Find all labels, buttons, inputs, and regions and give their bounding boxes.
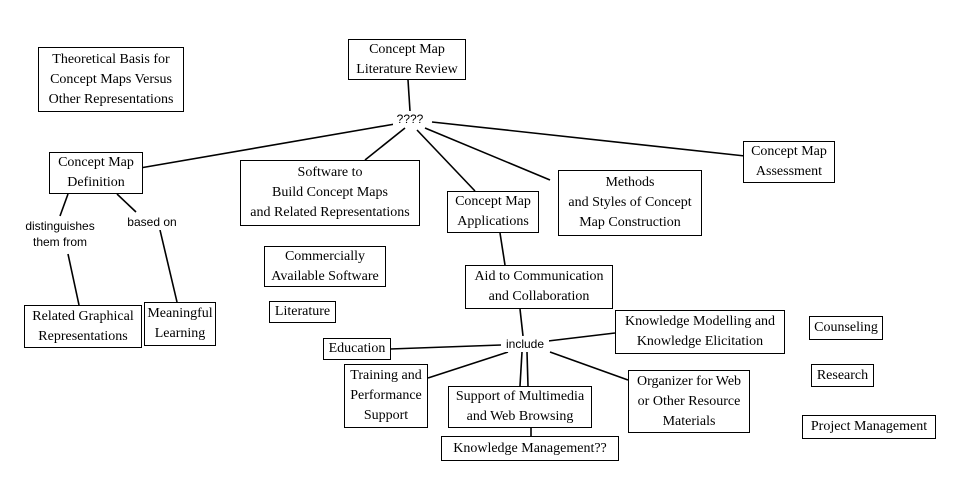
node-related-graphical[interactable]: Related Graphical Representations xyxy=(24,305,142,348)
link-hub-methods xyxy=(424,127,551,181)
node-literature-review[interactable]: Concept Map Literature Review xyxy=(348,39,466,80)
link-hub-applications xyxy=(416,129,476,192)
node-commercial-software[interactable]: Commercially Available Software xyxy=(264,246,386,287)
link-aid-include xyxy=(519,308,524,337)
node-research[interactable]: Research xyxy=(811,364,874,387)
node-aid-communication[interactable]: Aid to Communication and Collaboration xyxy=(465,265,613,309)
link-label-based-on: based on xyxy=(122,214,182,230)
node-meaningful-learning[interactable]: Meaningful Learning xyxy=(144,302,216,346)
node-project-management[interactable]: Project Management xyxy=(802,415,936,439)
link-applications-aid xyxy=(499,232,506,266)
node-software[interactable]: Software to Build Concept Maps and Relat… xyxy=(240,160,420,226)
link-hub-definition xyxy=(139,123,396,169)
node-theoretical-basis[interactable]: Theoretical Basis for Concept Maps Versu… xyxy=(38,47,184,112)
link-label-include: include xyxy=(501,336,549,352)
node-methods[interactable]: Methods and Styles of Concept Map Constr… xyxy=(558,170,702,236)
link-definition-based-on xyxy=(116,193,137,213)
link-include-knowledge-modelling xyxy=(547,332,616,342)
link-include-education xyxy=(389,344,502,350)
link-label-distinguishes: distinguishes them from xyxy=(18,218,102,252)
link-include-organizer xyxy=(549,351,629,381)
node-knowledge-modelling[interactable]: Knowledge Modelling and Knowledge Elicit… xyxy=(615,310,785,354)
node-counseling[interactable]: Counseling xyxy=(809,316,883,340)
link-include-multimedia-b xyxy=(526,351,529,387)
node-literature[interactable]: Literature xyxy=(269,301,336,323)
link-label-hub: ???? xyxy=(393,111,427,127)
link-hub-software xyxy=(364,127,406,161)
node-multimedia[interactable]: Support of Multimedia and Web Browsing xyxy=(448,386,592,428)
node-knowledge-management[interactable]: Knowledge Management?? xyxy=(441,436,619,461)
link-include-training xyxy=(427,351,509,379)
link-based-on-meaningful xyxy=(159,229,178,303)
node-training[interactable]: Training and Performance Support xyxy=(344,364,428,428)
link-hub-assessment xyxy=(431,121,746,157)
node-education[interactable]: Education xyxy=(323,338,391,360)
node-organizer[interactable]: Organizer for Web or Other Resource Mate… xyxy=(628,370,750,433)
link-distinguishes-related xyxy=(67,253,80,306)
link-include-multimedia-a xyxy=(519,351,523,387)
node-definition[interactable]: Concept Map Definition xyxy=(49,152,143,194)
node-assessment[interactable]: Concept Map Assessment xyxy=(743,141,835,183)
link-lit-review-hub xyxy=(407,79,411,112)
link-definition-distinguishes xyxy=(59,193,69,217)
node-applications[interactable]: Concept Map Applications xyxy=(447,191,539,233)
